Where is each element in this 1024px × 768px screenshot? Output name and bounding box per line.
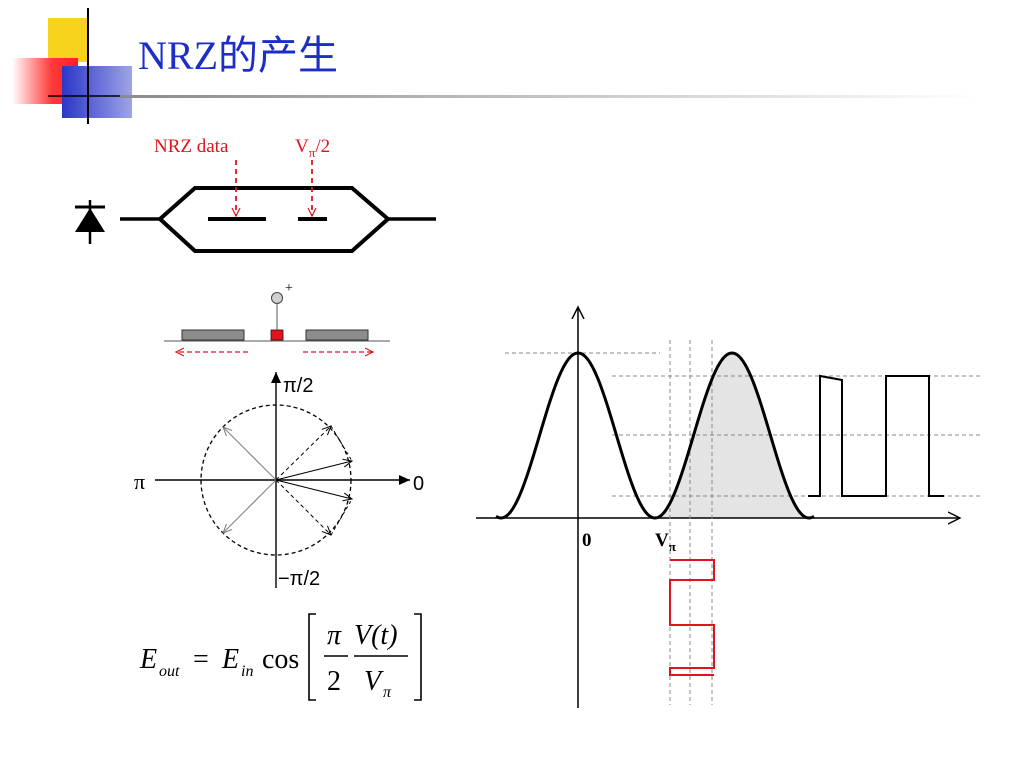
eq-lhs-sub: out [159,663,180,680]
logo-decoration [12,8,980,124]
slide-title: NRZ的产生 [138,33,338,78]
transfer-equation: E out = E in cos π 2 V(t) V π [139,613,422,701]
phasor-label-left: π [134,469,145,494]
optical-output-waveform [808,374,944,497]
eq-lhs: E [139,644,157,675]
transfer-curve [495,351,815,520]
phasor-label-bottom: −π/2 [278,568,320,590]
eq-frac1-num: π [327,620,342,651]
eq-frac1-den: 2 [327,666,341,697]
eq-right-bracket [414,613,422,701]
phasor-vector-lower [275,479,352,499]
phasor-vector-gray-up [223,427,277,481]
mz-interferometer-arms [157,186,392,253]
phasor-vector-gray-down [223,479,277,533]
phasor-vector-dashed-down [275,479,331,535]
transfer-function-plot [476,307,980,708]
mz-modulator [75,160,436,253]
electrode-cross-section: + [164,281,390,352]
phasor-label-right: 0 [413,473,424,495]
terminal-icon [271,292,283,304]
eq-frac2-den-sub: π [383,684,392,701]
phasor-chord-down [330,498,353,536]
logo-blue-block [62,66,132,118]
phasor-chord-up [330,425,353,462]
logo-yellow-block [48,18,88,62]
signal-electrode [270,329,284,341]
phasor-label-top: π/2 [283,375,313,397]
eq-rhs: E [221,644,239,675]
diode-icon [75,200,105,244]
plot-origin-label: 0 [582,530,592,551]
phasor-vector-upper [275,461,352,481]
title-rule [120,95,980,98]
bias-voltage-label: Vπ/2 [295,136,330,160]
eq-rhs-sub: in [241,663,253,680]
ground-electrode-right [305,329,369,341]
polarity-label: + [285,281,293,296]
eq-cos: cos [262,644,299,675]
electrical-drive-waveform [669,559,715,676]
eq-frac2-num: V(t) [354,620,398,651]
eq-left-bracket [308,613,316,701]
nrz-data-label: NRZ data [154,136,229,157]
eq-equals: = [193,644,209,675]
eq-frac2-den: V [364,666,384,697]
phasor-vector-dashed-up [275,426,331,481]
plot-vpi-label: Vπ [655,530,676,554]
ground-electrode-left [181,329,245,341]
phasor-diagram [155,372,410,588]
